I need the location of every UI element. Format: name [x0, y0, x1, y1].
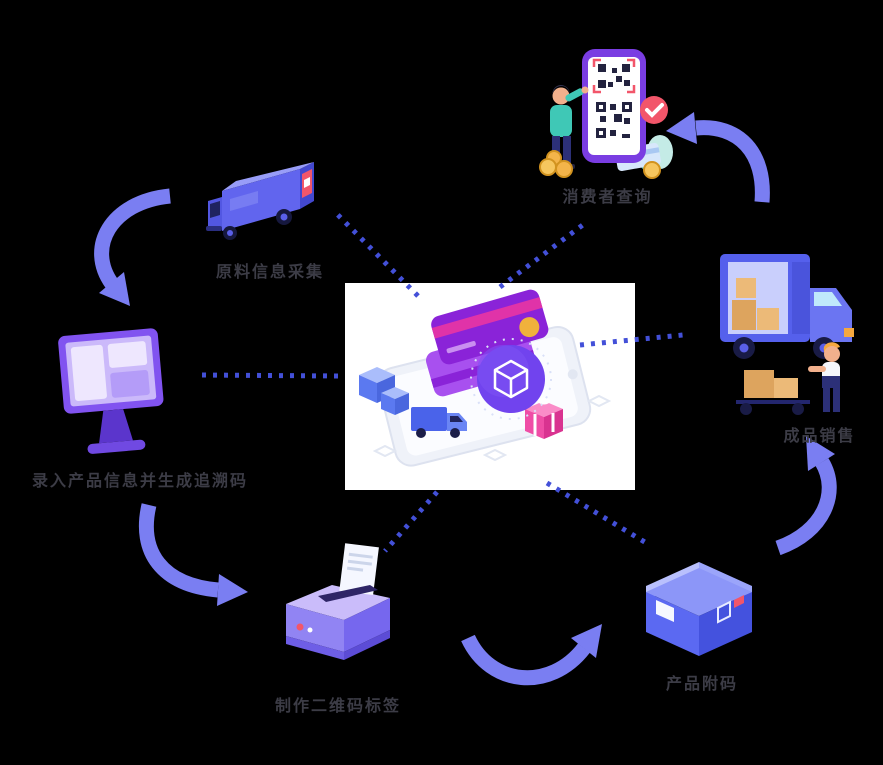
center-illustration-card [345, 283, 635, 490]
node-qr-label-printing [272, 540, 404, 673]
coins-icon [539, 150, 661, 179]
label-raw-material-collection: 原料信息采集 [215, 264, 324, 281]
node-consumer-query [524, 46, 676, 185]
label-product-info-entry: 录入产品信息并生成追溯码 [31, 473, 248, 490]
node-raw-material-collection [200, 143, 335, 260]
carton-box-icon [646, 562, 752, 656]
gift-box-icon [525, 397, 563, 439]
small-parcels-icon [359, 367, 409, 415]
qr-code-large-icon [596, 102, 632, 138]
flow-arrow-to-printer [138, 503, 248, 606]
flow-arrow-to-box [461, 624, 602, 686]
label-product-code-attach: 产品附码 [665, 676, 738, 693]
node-product-info-entry [55, 326, 170, 473]
dotted-connector-entry [197, 372, 339, 379]
sales-truck-icon [720, 254, 854, 415]
dotted-connector-box [545, 480, 650, 547]
qr-code-small-icon [598, 64, 630, 88]
label-qr-label-printing: 制作二维码标签 [274, 698, 401, 715]
worker-icon [808, 342, 840, 412]
consumer-scan-icon [539, 49, 673, 179]
label-finished-product-sales: 成品销售 [783, 428, 856, 445]
node-finished-product-sales [710, 240, 875, 427]
dotted-connector-consumer [498, 222, 586, 289]
label-printer-icon [286, 543, 390, 660]
flow-arrow-to-sales [775, 436, 837, 556]
outline-tiles-icon [372, 394, 612, 462]
flow-arrow-to-entry [94, 188, 171, 306]
verified-check-badge-icon [640, 96, 668, 124]
trolley-boxes-icon [736, 370, 810, 415]
traceability-platform-icon [359, 289, 612, 467]
label-consumer-query: 消费者查询 [562, 189, 653, 206]
paper-sheet-icon [339, 543, 379, 596]
node-product-code-attach [632, 536, 767, 669]
trace-logo-icon [470, 338, 552, 420]
credit-card-front-icon [431, 289, 549, 365]
mini-truck-icon [411, 407, 467, 438]
flow-arrow-to-consumer [666, 112, 770, 203]
scan-frame-icon [592, 58, 636, 94]
monitor-icon [58, 328, 164, 454]
delivery-van-icon [206, 162, 314, 240]
